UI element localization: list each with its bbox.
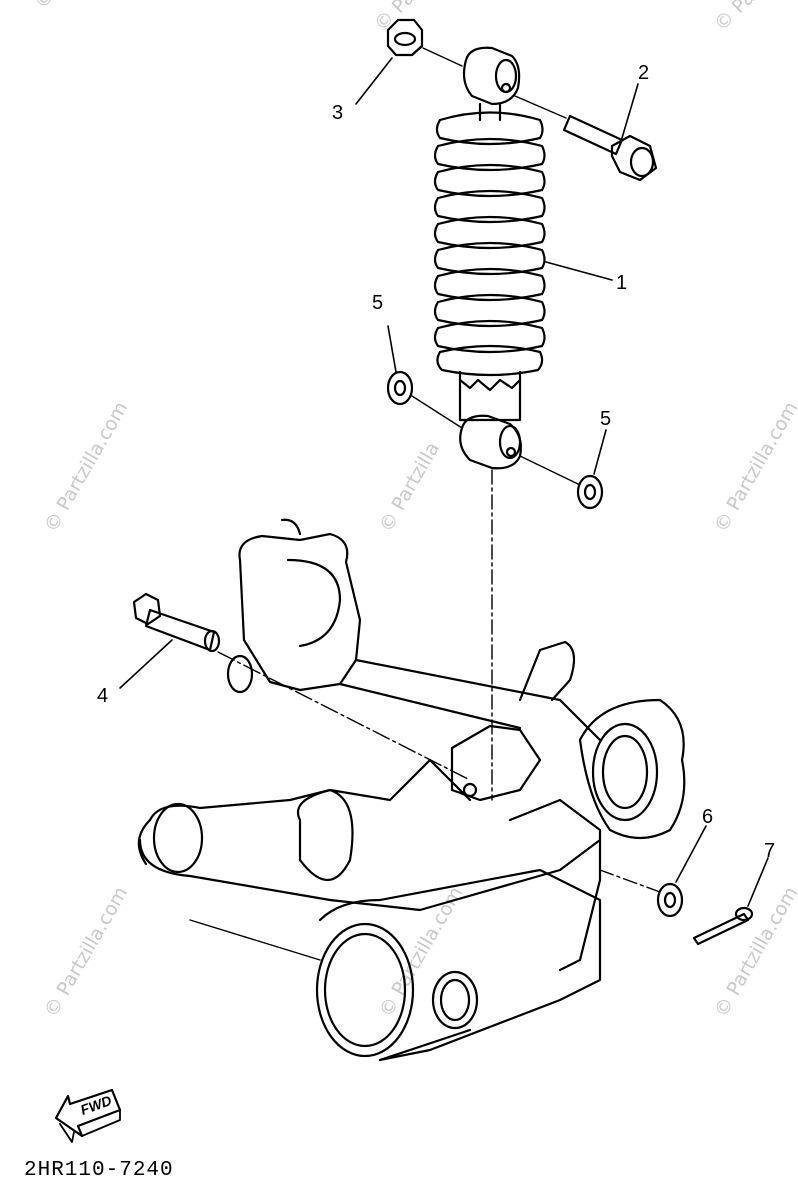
washer-part-6 [656, 825, 707, 918]
bolt-part-2 [514, 83, 658, 182]
leader-line [355, 57, 393, 105]
callout-3: 3 [332, 102, 344, 124]
callout-5-upper: 5 [372, 292, 384, 314]
callout-5-lower: 5 [600, 408, 612, 430]
nut-part-3 [386, 18, 424, 57]
callout-1: 1 [616, 272, 628, 294]
cotter-pin-part-7 [692, 857, 769, 946]
callout-4: 4 [97, 685, 109, 707]
washer-part-5-lower [519, 429, 607, 510]
callout-7: 7 [764, 840, 776, 862]
shock-absorber-part-1 [433, 46, 546, 470]
assembly-line [189, 919, 321, 961]
diagram-code: 2HR110-7240 [24, 1159, 174, 1182]
assembly-line [599, 869, 661, 893]
fwd-arrow-icon [54, 1088, 122, 1143]
callout-6: 6 [702, 806, 714, 828]
swingarm [137, 518, 686, 1062]
leader-line [545, 261, 613, 281]
assembly-line [422, 47, 463, 67]
callout-2: 2 [638, 62, 650, 84]
pivot-bolt-part-4 [119, 592, 471, 781]
washer-part-5-upper [386, 325, 463, 429]
